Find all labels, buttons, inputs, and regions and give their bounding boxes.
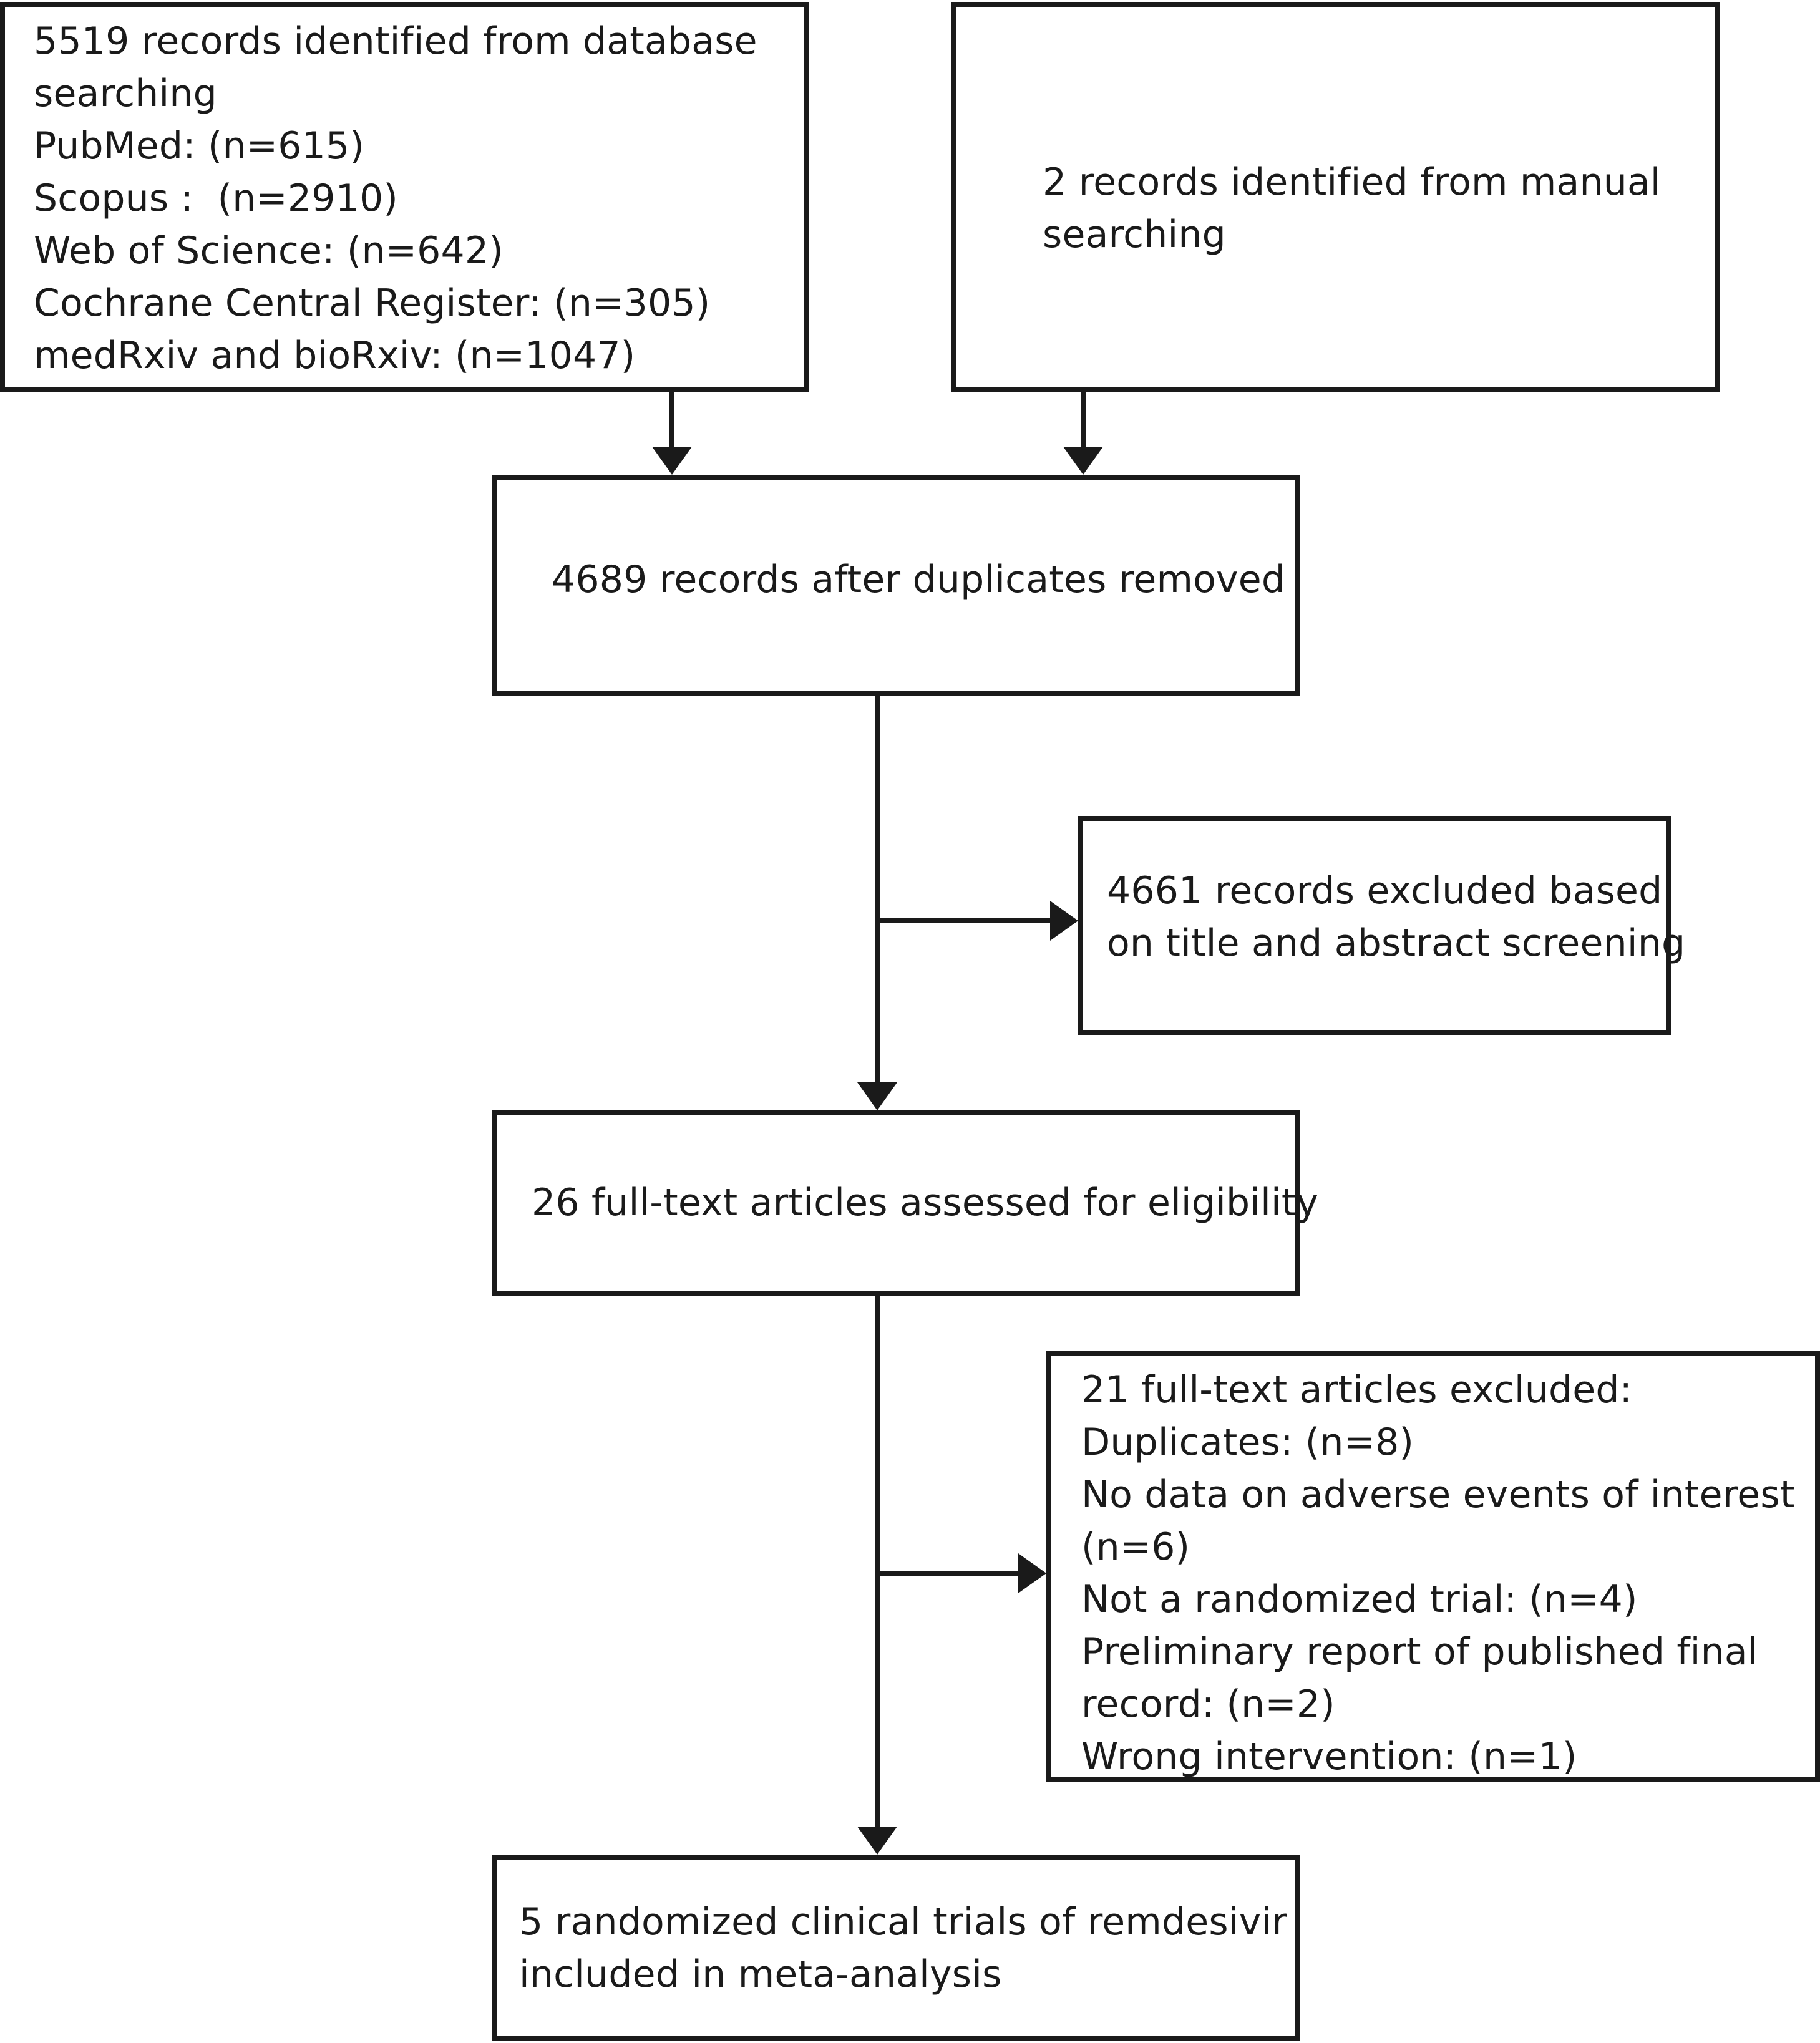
database-search-line: 5519 records identified from database	[34, 19, 757, 63]
after-duplicates-line: 4689 records after duplicates removed	[552, 558, 1286, 601]
database-search-line: Cochrane Central Register: (n=305)	[34, 281, 711, 325]
arrowhead-fulltext-to-included	[857, 1827, 897, 1855]
full-text-excluded-line: Wrong intervention: (n=1)	[1081, 1735, 1577, 1779]
full-text-excluded-line: record: (n=2)	[1081, 1682, 1335, 1726]
database-search-line: PubMed: (n=615)	[34, 124, 364, 168]
database-search-line: Web of Science: (n=642)	[34, 229, 504, 273]
title-abstract-excluded-line: on title and abstract screening	[1107, 921, 1686, 965]
manual-search-box: 2 records identified from manual searchi…	[951, 2, 1720, 392]
full-text-excluded-box: 21 full-text articles excluded: Duplicat…	[1046, 1351, 1820, 1782]
manual-search-line: searching	[1043, 213, 1226, 256]
database-search-line: searching	[34, 72, 217, 115]
title-abstract-excluded-line: 4661 records excluded based	[1107, 869, 1663, 913]
database-search-line: Scopus : (n=2910)	[34, 177, 399, 220]
manual-search-line: 2 records identified from manual	[1043, 160, 1661, 204]
full-text-excluded-line: Duplicates: (n=8)	[1081, 1420, 1414, 1464]
included-studies-box: 5 randomized clinical trials of remdesiv…	[492, 1855, 1300, 2041]
included-studies-line: 5 randomized clinical trials of remdesiv…	[519, 1900, 1288, 1944]
full-text-excluded-line: No data on adverse events of interest	[1081, 1473, 1795, 1516]
arrowhead-to-title-excluded	[1050, 901, 1078, 941]
full-text-assessed-line: 26 full-text articles assessed for eligi…	[532, 1181, 1319, 1225]
arrowhead-dedup-to-fulltext	[857, 1082, 897, 1110]
full-text-excluded-line: 21 full-text articles excluded:	[1081, 1368, 1633, 1412]
full-text-assessed-box: 26 full-text articles assessed for eligi…	[492, 1110, 1319, 1296]
full-text-excluded-line: (n=6)	[1081, 1525, 1190, 1569]
title-abstract-excluded-box: 4661 records excluded based on title and…	[1078, 816, 1686, 1035]
included-studies-line: included in meta-analysis	[519, 1953, 1002, 1996]
database-search-box: 5519 records identified from database se…	[0, 2, 809, 392]
after-duplicates-box: 4689 records after duplicates removed	[492, 475, 1300, 696]
database-search-line: medRxiv and bioRxiv: (n=1047)	[34, 334, 636, 377]
arrowhead-to-fulltext-excluded	[1018, 1553, 1046, 1593]
full-text-excluded-line: Preliminary report of published final	[1081, 1630, 1758, 1674]
full-text-excluded-line: Not a randomized trial: (n=4)	[1081, 1578, 1638, 1621]
arrowhead-manual-to-dedup	[1063, 447, 1103, 475]
arrowhead-database-to-dedup	[652, 447, 692, 475]
